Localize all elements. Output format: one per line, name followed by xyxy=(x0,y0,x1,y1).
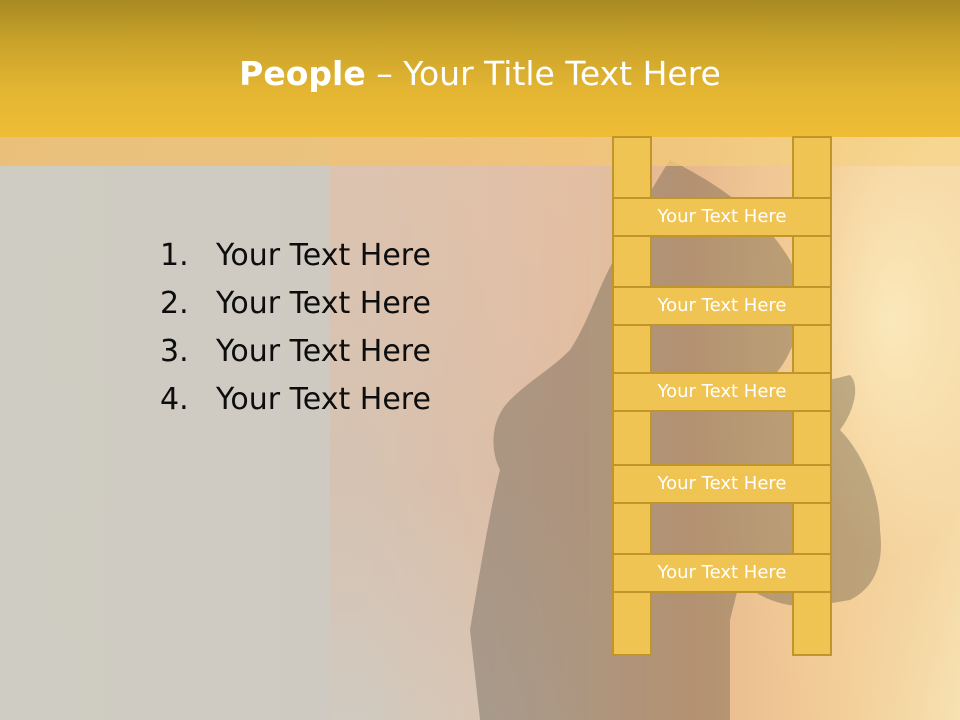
numbered-list[interactable]: 1. Your Text Here 2. Your Text Here 3. Your… xyxy=(160,232,431,424)
list-item: 4. Your Text Here xyxy=(160,376,431,424)
list-item-label: Your Text Here xyxy=(216,334,431,369)
list-item-number: 1. xyxy=(160,238,189,273)
list-item-number: 2. xyxy=(160,286,189,321)
list-item: 1. Your Text Here xyxy=(160,232,431,280)
ladder-rung-4[interactable]: Your Text Here xyxy=(612,464,832,504)
list-item-number: 4. xyxy=(160,382,189,417)
header-bar xyxy=(0,0,960,137)
ladder-rung-1[interactable]: Your Text Here xyxy=(612,197,832,237)
list-item-label: Your Text Here xyxy=(216,238,431,273)
title-bold: People xyxy=(239,54,366,93)
ladder-rung-2[interactable]: Your Text Here xyxy=(612,286,832,326)
list-item: 2. Your Text Here xyxy=(160,280,431,328)
list-item-label: Your Text Here xyxy=(216,286,431,321)
background-glow-left xyxy=(330,140,590,720)
ladder-rung-3[interactable]: Your Text Here xyxy=(612,372,832,412)
slide-title[interactable]: People – Your Title Text Here xyxy=(0,52,960,96)
list-item-label: Your Text Here xyxy=(216,382,431,417)
list-item-number: 3. xyxy=(160,334,189,369)
title-rest: – Your Title Text Here xyxy=(365,54,721,93)
ladder-rung-5[interactable]: Your Text Here xyxy=(612,553,832,593)
list-item: 3. Your Text Here xyxy=(160,328,431,376)
